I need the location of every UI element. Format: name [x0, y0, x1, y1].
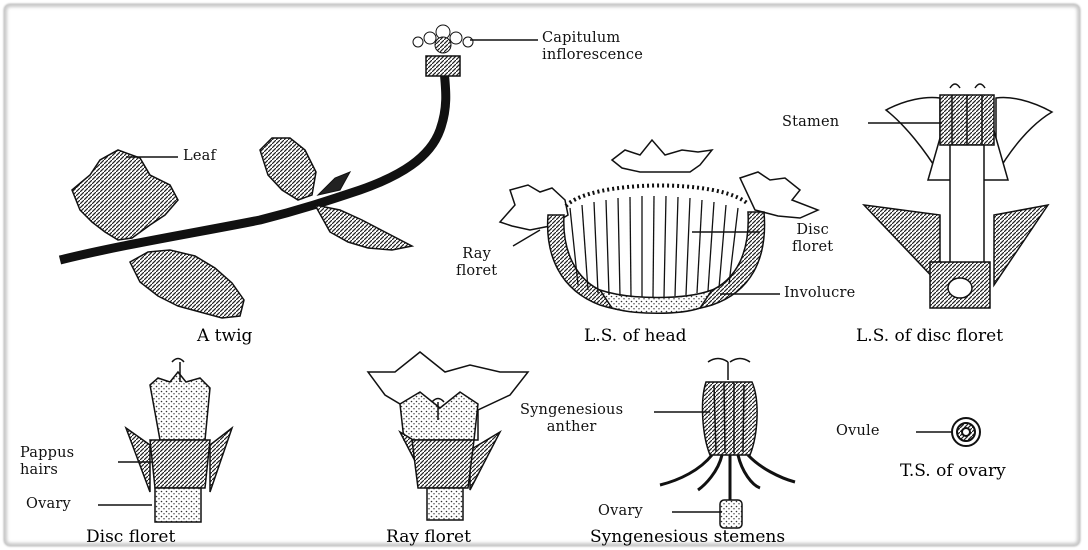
caption-ls-head: L.S. of head	[584, 326, 687, 346]
label-ray-floret-line2: floret	[456, 263, 497, 280]
label-capitulum: Capitulum inflorescence	[542, 30, 643, 64]
twig-leaf-middle	[260, 138, 316, 200]
label-capitulum-line2: inflorescence	[542, 47, 643, 64]
twig-capitulum	[413, 25, 473, 76]
label-ovary-disc: Ovary	[26, 496, 71, 513]
ls-disc-floret-drawing	[864, 84, 1052, 308]
caption-twig: A twig	[197, 326, 252, 346]
syngenesious-stamens-drawing	[660, 359, 795, 529]
label-pappus-hairs-line1: Pappus	[20, 445, 74, 462]
label-disc-floret: Disc floret	[792, 222, 833, 256]
label-ray-floret: Ray floret	[456, 246, 497, 280]
caption-ls-disc-floret: L.S. of disc floret	[856, 326, 1003, 346]
label-pappus-hairs: Pappus hairs	[20, 445, 74, 479]
ls-head-disc-florets	[570, 196, 738, 297]
label-ovule: Ovule	[836, 423, 880, 440]
label-stamen: Stamen	[782, 114, 839, 131]
label-disc-floret-line2: floret	[792, 239, 833, 256]
caption-syngenesious-stamens: Syngenesious stemens	[590, 527, 785, 547]
ts-ovary-drawing	[952, 418, 980, 446]
disc-floret-drawing	[126, 359, 232, 523]
caption-ray-floret: Ray floret	[386, 527, 471, 547]
caption-ts-ovary: T.S. of ovary	[900, 461, 1006, 481]
label-capitulum-line1: Capitulum	[542, 30, 643, 47]
twig-leaf-upper-left	[72, 150, 178, 240]
label-involucre: Involucre	[784, 285, 855, 302]
caption-disc-floret: Disc floret	[86, 527, 175, 547]
label-syngenesious-anther-line2: anther	[520, 419, 623, 436]
twig-drawing	[60, 25, 473, 318]
twig-leaf-right	[315, 205, 412, 250]
label-leaf: Leaf	[183, 148, 216, 165]
twig-leaf-lower	[130, 250, 244, 318]
label-pappus-hairs-line2: hairs	[20, 462, 74, 479]
label-syngenesious-anther-line1: Syngenesious	[520, 402, 623, 419]
ray-floret-drawing	[368, 352, 528, 520]
ls-head-drawing	[500, 140, 818, 313]
label-ovary-stamens: Ovary	[598, 503, 643, 520]
label-syngenesious-anther: Syngenesious anther	[520, 402, 623, 436]
label-ray-floret-line1: Ray	[456, 246, 497, 263]
label-disc-floret-line1: Disc	[792, 222, 833, 239]
